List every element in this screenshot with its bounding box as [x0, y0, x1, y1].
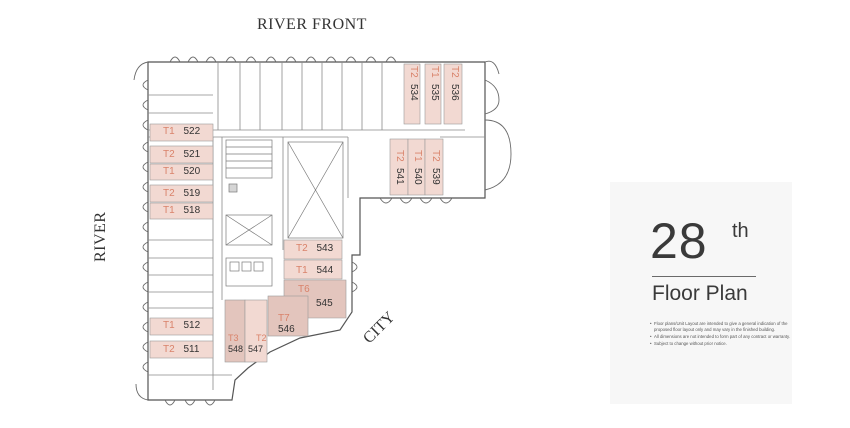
unit-type: T1 [412, 150, 423, 162]
unit-535[interactable]: T1 535 [428, 66, 440, 101]
unit-number: 522 [183, 126, 201, 137]
unit-type: T2 [430, 150, 441, 162]
unit-type: T2 [163, 149, 175, 160]
unit-type: T2 [408, 66, 419, 78]
unit-521[interactable]: T2 521 [163, 149, 200, 160]
unit-number: 540 [412, 168, 423, 186]
floor-suffix: th [732, 220, 749, 242]
unit-type: T2 [256, 333, 267, 343]
unit-547[interactable]: T2 547 [248, 333, 267, 355]
unit-number: 548 [228, 344, 244, 354]
unit-fills [149, 63, 463, 363]
note-item: Floor plans/Unit Layout are intended to … [650, 321, 800, 333]
unit-544[interactable]: T1 544 [296, 265, 333, 276]
disclaimer-notes: Floor plans/Unit Layout are intended to … [650, 321, 800, 347]
unit-type: T1 [429, 66, 440, 78]
unit-number: 536 [449, 84, 460, 102]
unit-512[interactable]: T1 512 [163, 320, 200, 331]
unit-number: 539 [430, 168, 441, 186]
unit-type: T7 [278, 313, 290, 324]
unit-545[interactable]: T6 545 [298, 283, 333, 311]
unit-534[interactable]: T2 534 [407, 66, 419, 101]
unit-511[interactable]: T2 511 [163, 344, 199, 355]
services [225, 139, 344, 287]
unit-518[interactable]: T1 518 [163, 205, 200, 216]
unit-541[interactable]: T2 541 [393, 150, 405, 185]
balconies [133, 56, 512, 406]
unit-number: 543 [316, 243, 334, 254]
unit-type: T2 [163, 188, 175, 199]
label-river-front: RIVER FRONT [257, 16, 367, 33]
title-divider [652, 276, 756, 277]
unit-540[interactable]: T1 540 [411, 150, 423, 185]
unit-546[interactable]: T7 546 [278, 313, 295, 335]
unit-type: T1 [163, 166, 175, 177]
unit-type: T2 [163, 344, 175, 355]
unit-number: 520 [183, 166, 201, 177]
unit-type: T2 [449, 66, 460, 78]
note-item: All dimensions are not intended to form … [650, 334, 800, 340]
unit-number: 519 [183, 188, 201, 199]
unit-number: 541 [394, 168, 405, 186]
unit-number: 546 [278, 324, 295, 335]
unit-522[interactable]: T1 522 [163, 126, 200, 137]
label-river: RIVER [92, 211, 109, 263]
unit-520[interactable]: T1 520 [163, 166, 200, 177]
unit-type: T2 [394, 150, 405, 162]
unit-number: 512 [183, 320, 201, 331]
unit-548[interactable]: T3 548 [228, 333, 243, 355]
note-item: Subject to change without prior notice. [650, 341, 800, 347]
partitions [148, 62, 485, 376]
unit-number: 547 [248, 344, 264, 354]
unit-539[interactable]: T2 539 [429, 150, 441, 185]
unit-536[interactable]: T2 536 [448, 66, 460, 101]
unit-type: T6 [298, 284, 310, 295]
unit-type: T3 [228, 333, 239, 343]
unit-type: T1 [296, 265, 308, 276]
floor-plan-title: Floor Plan [652, 282, 748, 305]
info-panel [610, 182, 792, 404]
floor-number: 28 [650, 213, 708, 269]
unit-type: T1 [163, 320, 175, 331]
unit-type: T2 [296, 243, 308, 254]
unit-number: 518 [183, 205, 201, 216]
unit-number: 535 [429, 84, 440, 102]
unit-type: T1 [163, 205, 175, 216]
unit-number: 511 [183, 344, 200, 355]
unit-number: 545 [316, 298, 333, 309]
unit-number: 534 [408, 84, 419, 102]
unit-543[interactable]: T2 543 [296, 243, 333, 254]
unit-519[interactable]: T2 519 [163, 188, 200, 199]
unit-number: 544 [316, 265, 334, 276]
unit-number: 521 [183, 149, 201, 160]
unit-type: T1 [163, 126, 175, 137]
